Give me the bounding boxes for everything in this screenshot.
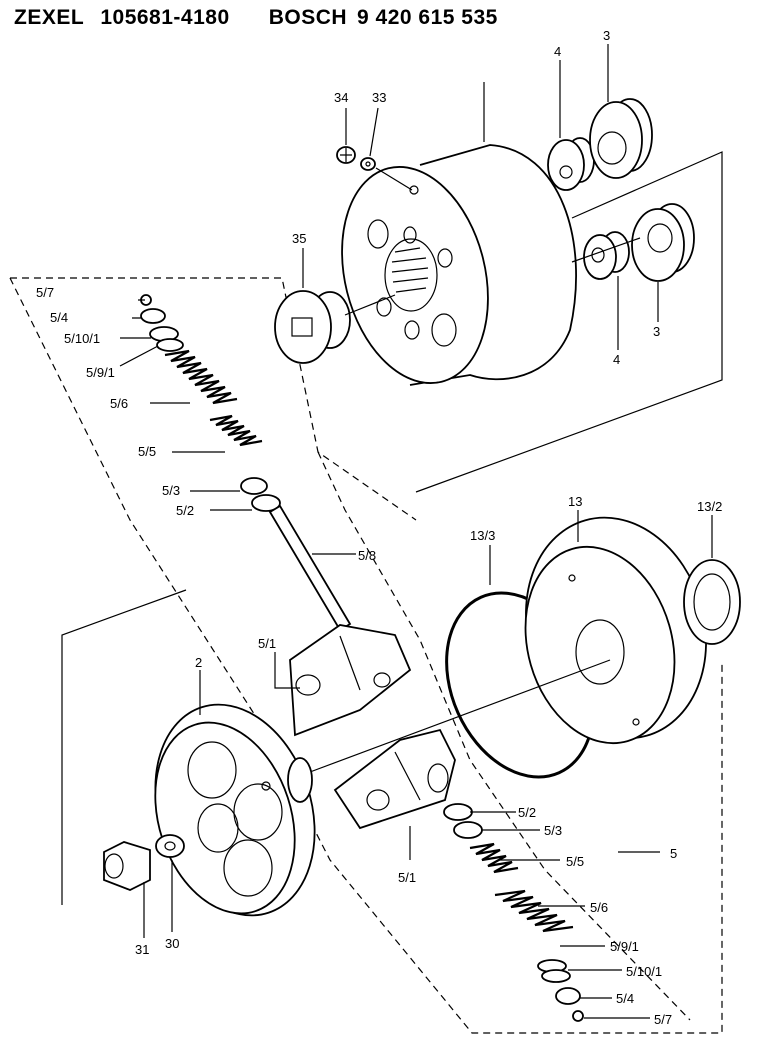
label-5-7-bot: 5/7	[654, 1012, 672, 1027]
plug-35	[274, 248, 396, 364]
upper-plunger-stack	[119, 294, 281, 512]
label-2: 2	[195, 655, 202, 670]
label-13: 13	[568, 494, 582, 509]
label-34: 34	[334, 90, 348, 105]
label-31: 31	[135, 942, 149, 957]
label-5-10-1-top: 5/10/1	[64, 331, 100, 346]
bearing-13-2	[683, 515, 741, 645]
label-5-9-1-top: 5/9/1	[86, 365, 115, 380]
plug-4-top	[547, 60, 595, 191]
drive-axis-line	[309, 659, 611, 773]
label-5-6-bot: 5/6	[590, 900, 608, 915]
drive-plate-13	[524, 510, 707, 745]
label-4-top: 4	[554, 44, 561, 59]
lower-plunger-stack	[443, 803, 650, 1022]
label-5-9-1-bot: 5/9/1	[610, 939, 639, 954]
cover-3-top	[589, 44, 653, 179]
label-13-2: 13/2	[697, 499, 722, 514]
washer-33	[360, 107, 413, 191]
cover-3-middle	[571, 203, 695, 322]
plug-4-middle	[583, 231, 630, 350]
cam-disc-2	[154, 670, 316, 917]
roller-carrier-5-1-upper	[274, 624, 412, 737]
brand-bosch: BOSCH	[268, 6, 348, 29]
brand-zexel: ZEXEL	[14, 6, 85, 29]
nut-31	[103, 841, 151, 938]
label-5-3-top: 5/3	[162, 483, 180, 498]
label-30: 30	[165, 936, 179, 951]
label-5-1-top: 5/1	[258, 636, 276, 651]
label-5: 5	[670, 846, 677, 861]
label-13-3: 13/3	[470, 528, 495, 543]
label-5-6-top: 5/6	[110, 396, 128, 411]
diagram-header: ZEXEL 105681-4180 BOSCH 9 420 615 535	[14, 6, 754, 34]
label-5-4-bot: 5/4	[616, 991, 634, 1006]
label-5-2-bot: 5/2	[518, 805, 536, 820]
label-5-5-top: 5/5	[138, 444, 156, 459]
label-3-top: 3	[603, 28, 610, 43]
label-33: 33	[372, 90, 386, 105]
label-5-5-bot: 5/5	[566, 854, 584, 869]
part-labels: 34 33 4 3 35 4 3 5/7 5/4 5/10/1 5/9/1 5/…	[36, 28, 722, 1027]
plunger-rod-5-8	[268, 504, 356, 632]
bosch-part-number: 9 420 615 535	[357, 6, 498, 29]
label-5-2-top: 5/2	[176, 503, 194, 518]
label-5-3-bot: 5/3	[544, 823, 562, 838]
group-boundary-lines	[9, 151, 723, 1034]
label-3-mid: 3	[653, 324, 660, 339]
label-5-7-top: 5/7	[36, 285, 54, 300]
pump-housing	[341, 82, 577, 386]
washer-30	[155, 834, 185, 932]
label-4-mid: 4	[613, 352, 620, 367]
roller-carrier-5-1-lower	[333, 728, 456, 860]
screw-34	[336, 108, 356, 164]
label-5-1-bot: 5/1	[398, 870, 416, 885]
label-5-4-top: 5/4	[50, 310, 68, 325]
label-5-8: 5/8	[358, 548, 376, 563]
label-35: 35	[292, 231, 306, 246]
zexel-part-number: 105681-4180	[100, 6, 230, 29]
label-5-10-1-bot: 5/10/1	[626, 964, 662, 979]
